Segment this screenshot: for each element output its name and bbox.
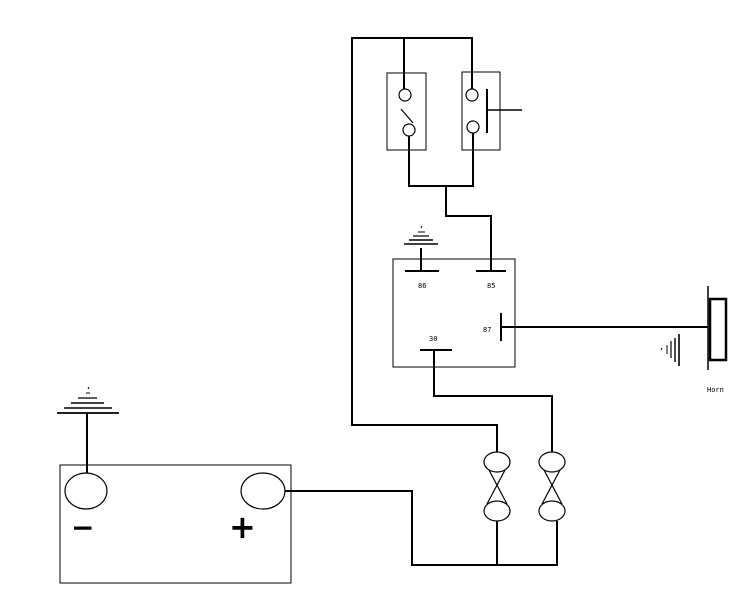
battery: − +: [59, 464, 292, 584]
fuse-left: [483, 451, 511, 522]
wires: [86, 37, 708, 566]
fuse-right: [538, 451, 566, 522]
relay-pin-86-label: 86: [418, 282, 426, 290]
switch-top-left: [386, 72, 427, 151]
relay-ground-icon: [404, 225, 438, 245]
battery-positive-symbol: +: [229, 508, 256, 546]
horn-ground-icon: [660, 334, 680, 366]
horn-label: Horn: [707, 386, 724, 394]
relay-pin-30-label: 30: [429, 335, 437, 343]
relay-pin-85-label: 85: [487, 282, 495, 290]
battery-ground-icon: [57, 386, 119, 414]
relay-pin-87-label: 87: [483, 326, 491, 334]
horn: Horn: [707, 286, 728, 394]
switch-top-right: [461, 71, 522, 151]
relay: 86 85 87 30: [392, 248, 516, 368]
battery-negative-symbol: −: [71, 511, 94, 544]
